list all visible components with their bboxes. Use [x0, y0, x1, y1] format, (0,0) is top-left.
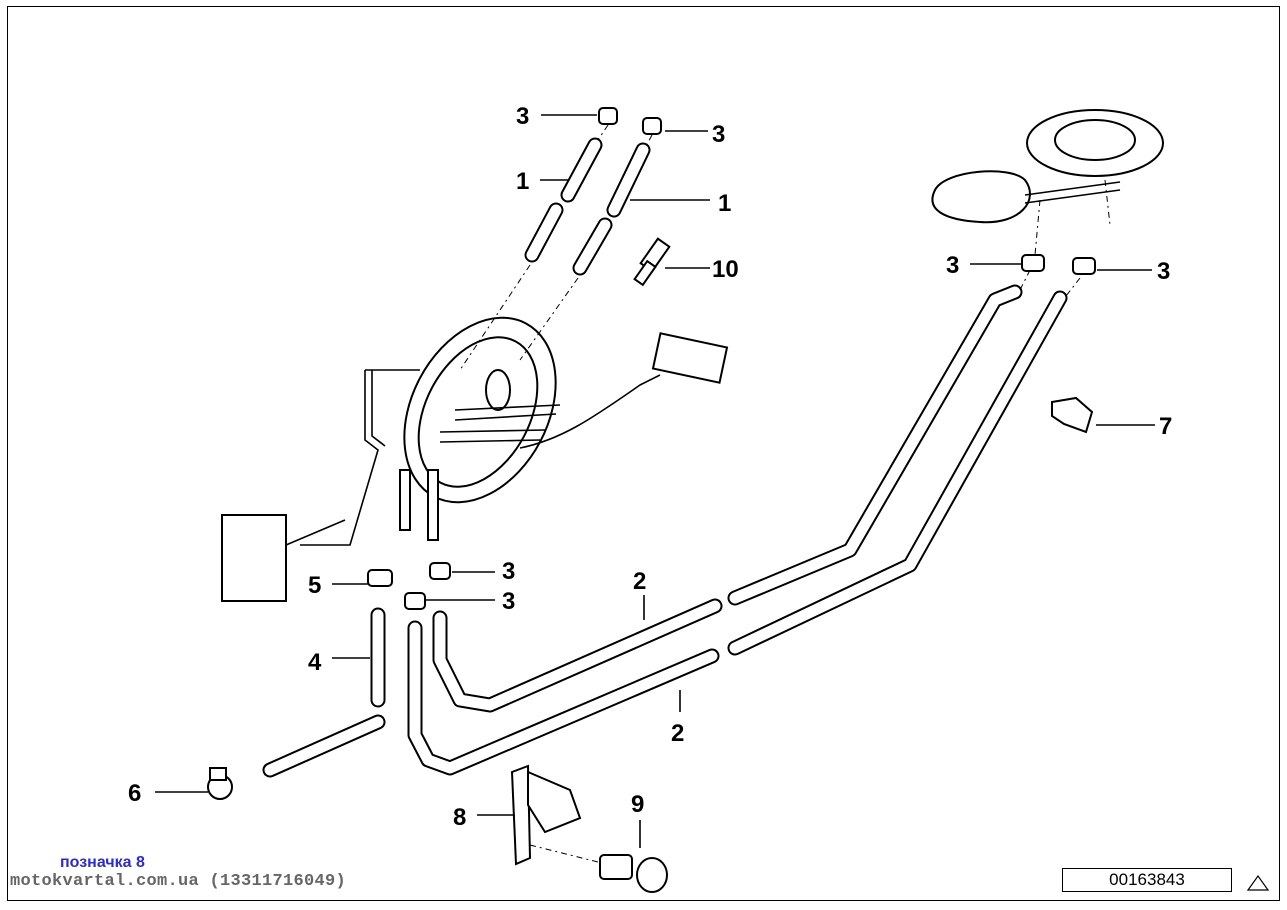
- vent-hose: [207, 607, 386, 800]
- callout-1: 1: [516, 168, 529, 195]
- callout-8: 8: [453, 804, 466, 831]
- callouts: 3 3 1 1 10 3 3 7 5 3 3 2 2 4 6 8 9: [128, 103, 1172, 831]
- callout-4: 4: [308, 649, 322, 676]
- short-hoses: [459, 124, 653, 371]
- callout-3: 3: [516, 103, 529, 130]
- callout-2: 2: [671, 720, 684, 747]
- callout-3: 3: [946, 252, 959, 279]
- callout-3: 3: [502, 558, 515, 585]
- callout-7: 7: [1159, 413, 1172, 440]
- triangle-icon: [1246, 874, 1270, 891]
- check-valve: [633, 237, 671, 287]
- callout-1: 1: [718, 190, 731, 217]
- callout-3: 3: [502, 588, 515, 615]
- callout-2: 2: [633, 568, 646, 595]
- callout-10: 10: [712, 256, 739, 283]
- clamps: [367, 107, 1096, 610]
- callout-6: 6: [128, 780, 141, 807]
- callout-3: 3: [1157, 258, 1170, 285]
- fuel-sending-unit: [221, 316, 729, 602]
- mounting-bolt: [529, 844, 668, 893]
- callout-3: 3: [712, 121, 725, 148]
- retaining-clip: [1051, 396, 1094, 434]
- callout-9: 9: [631, 791, 644, 818]
- diagram-id-box: 00163843: [1062, 868, 1232, 892]
- watermark-site: motokvartal.com.ua (13311716049): [10, 872, 347, 891]
- fuel-lines: [407, 179, 1111, 776]
- leader-lines: [155, 114, 1155, 848]
- fuel-level-sensor: [931, 109, 1164, 224]
- diagram-frame: [7, 6, 1280, 901]
- line-holder: [510, 764, 582, 866]
- watermark-label: позначка 8: [60, 854, 145, 871]
- callout-5: 5: [308, 572, 321, 599]
